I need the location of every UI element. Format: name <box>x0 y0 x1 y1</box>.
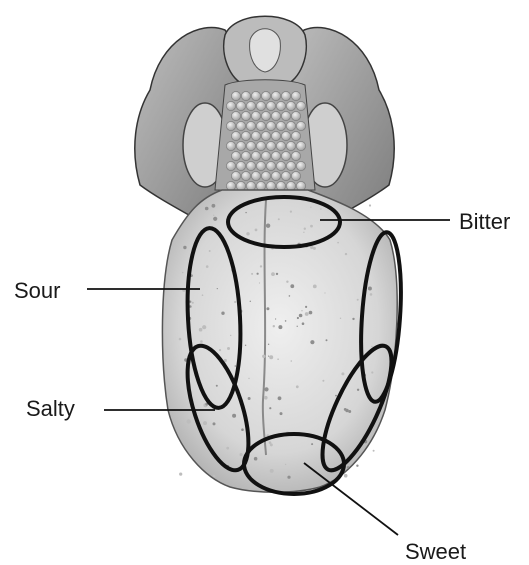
sweet-label: Sweet <box>405 541 466 563</box>
salty-label: Salty <box>26 398 75 420</box>
sweet-leader <box>304 463 398 535</box>
bitter-label: Bitter <box>459 211 510 233</box>
sour-label: Sour <box>14 280 60 302</box>
